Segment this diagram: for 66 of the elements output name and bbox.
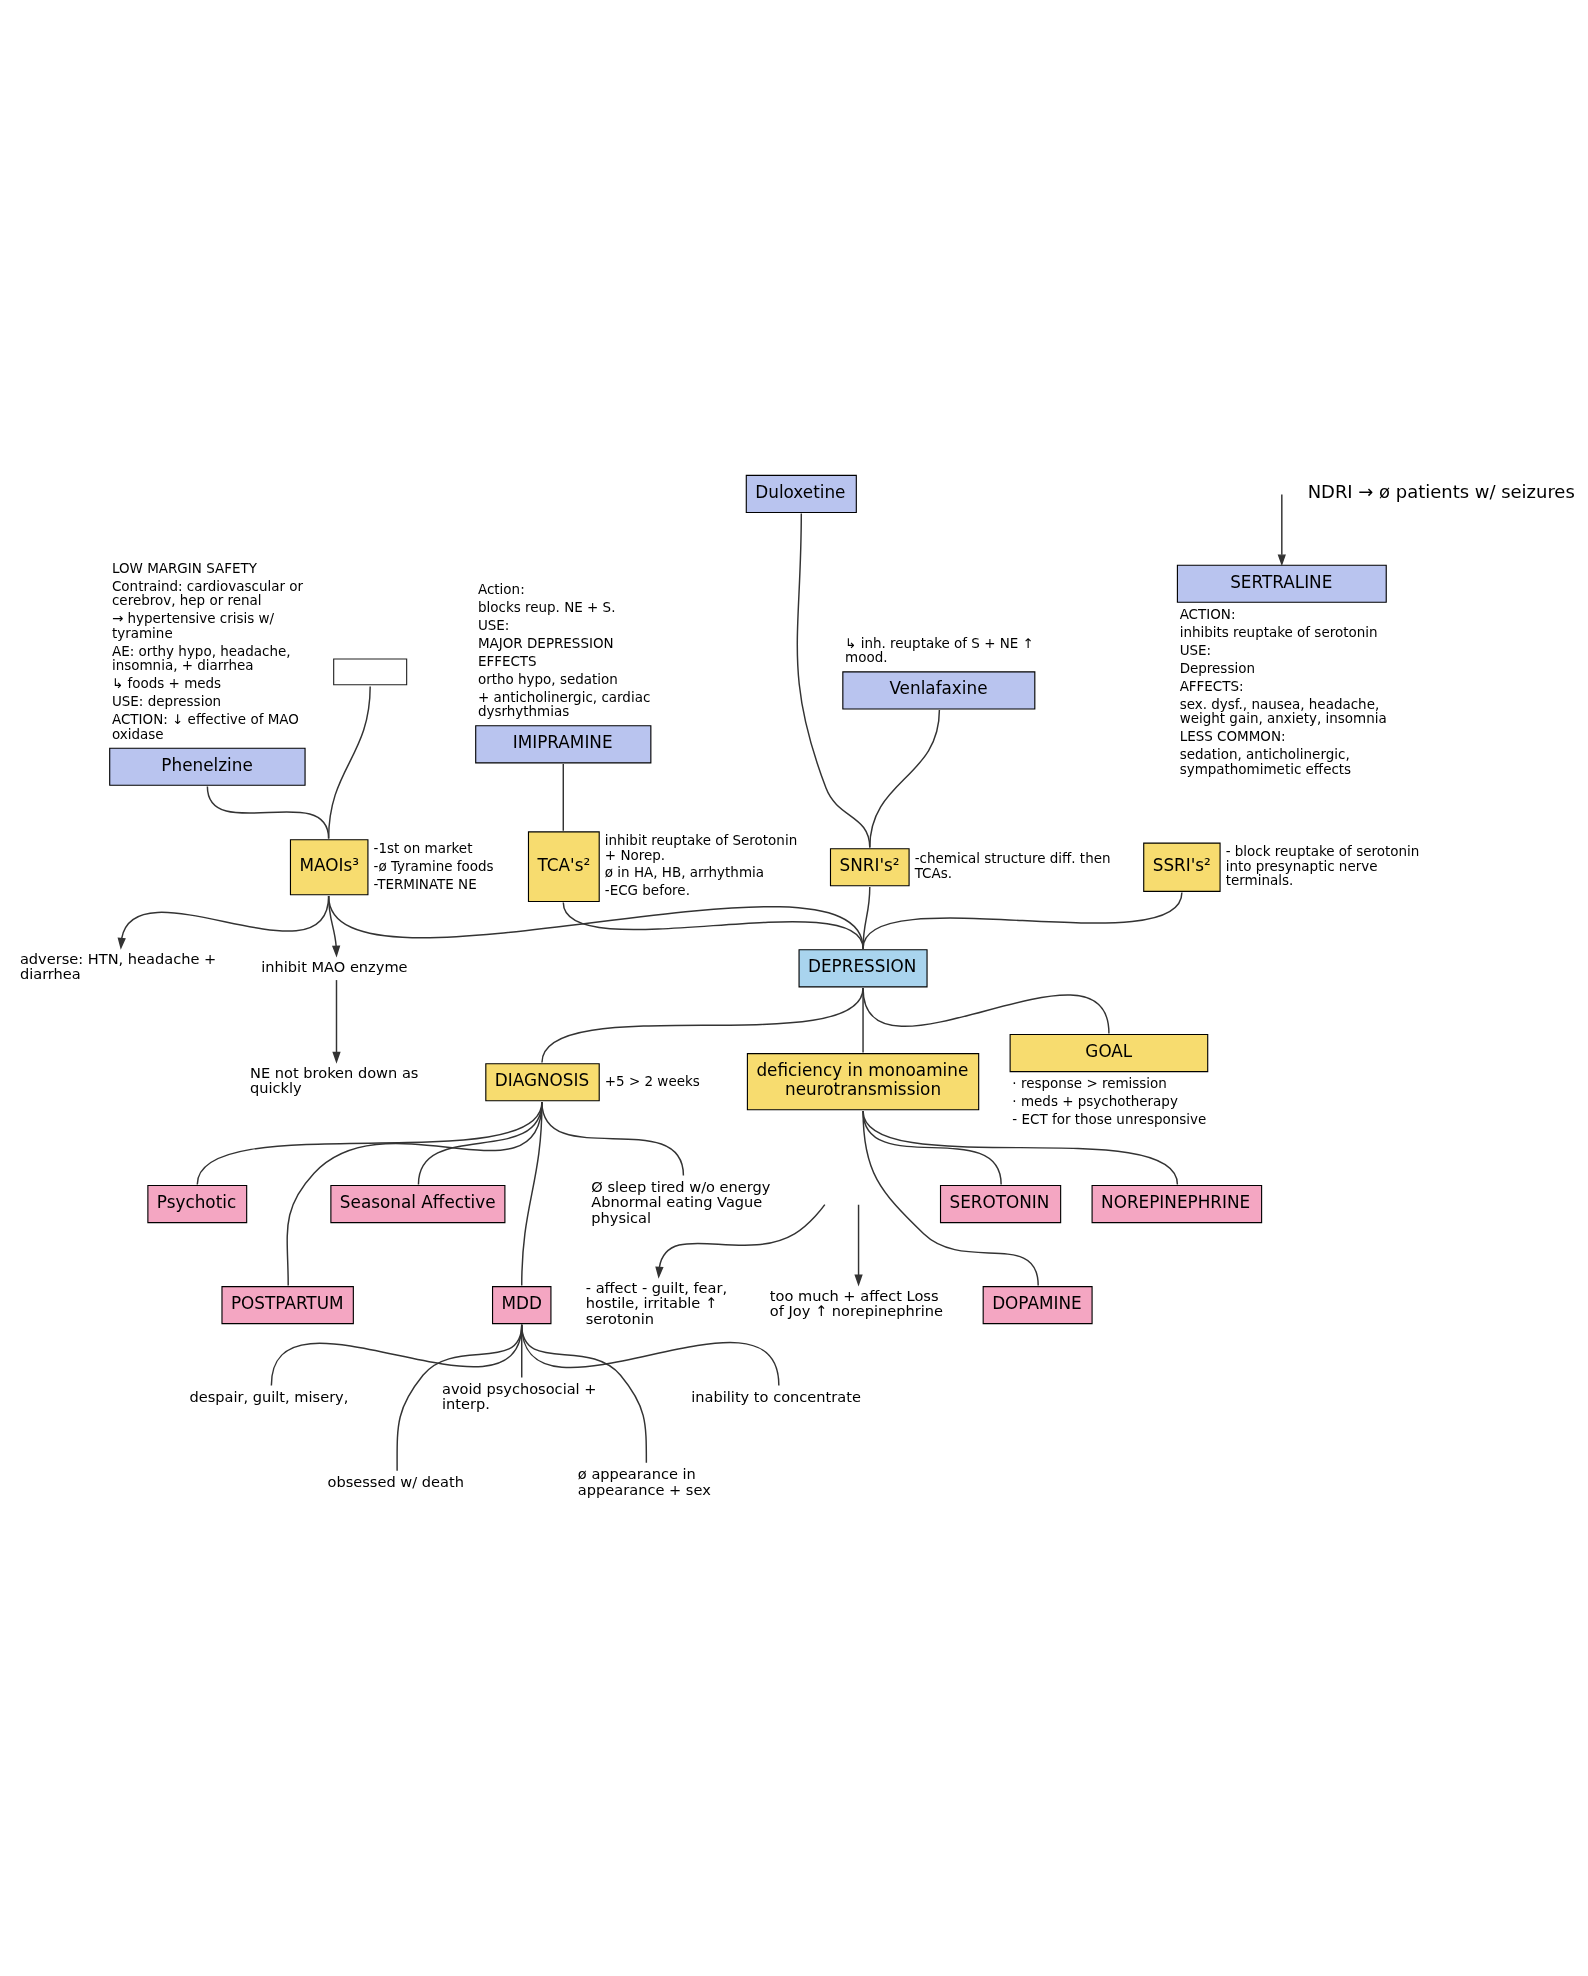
node-label: ø in HA, HB, arrhythmia: [604, 863, 765, 880]
node-label: -chemical structure diff. then TCAs.: [914, 849, 1111, 881]
connector: [521, 1323, 780, 1386]
node-label: Action:: [477, 580, 525, 597]
node-label: LOW MARGIN SAFETY: [111, 559, 257, 576]
node-text: inability to concentrate: [691, 1387, 861, 1405]
node-label: Contraind: cardiovascular or cerebrov, hep or renal: [111, 577, 304, 608]
node-label: -1st on market: [373, 839, 473, 856]
node-label: ACTION: ↓ effective of MAO oxidase: [111, 710, 299, 742]
node-label: sedation, anticholinergic, sympathomimetic effects: [1179, 745, 1352, 777]
node-label: · response > remission: [1012, 1074, 1167, 1091]
arrow: [854, 1203, 863, 1287]
node-label: ortho hypo, sedation: [477, 670, 618, 687]
arrow: [327, 894, 341, 958]
node-text: NE not broken down as quickly: [250, 1063, 419, 1096]
node-box: [333, 657, 408, 685]
connector: [862, 986, 864, 1053]
node-label: ↳ inh. reuptake of S + NE ↑ mood.: [845, 634, 1034, 665]
node-label: -ø Tyramine foods: [373, 857, 494, 874]
connector: [327, 685, 371, 839]
node-label: blocks reup. NE + S.: [477, 598, 616, 615]
connector: [541, 986, 864, 1063]
connector: [862, 1109, 1002, 1185]
connector: [862, 1109, 1179, 1185]
node-label: EFFECTS: [477, 652, 537, 669]
node-label: inhibit reuptake of Serotonin + Norep.: [604, 831, 798, 862]
node-label: USE:: [477, 616, 510, 633]
node-label: + anticholinergic, cardiac dysrhythmias: [477, 688, 651, 719]
node-label: Depression: [1179, 659, 1255, 676]
node-label: AE: orthy hypo, headache, insomnia, + diarrhea: [111, 642, 291, 673]
connector: [862, 1109, 1039, 1286]
node-text: adverse: HTN, headache + diarrhea: [19, 949, 217, 982]
node-label: - block reuptake of serotonin into presynaptic nerve terminals.: [1225, 842, 1420, 888]
node-label: AFFECTS:: [1179, 677, 1244, 694]
connector: [562, 762, 564, 831]
node-label: +5 > 2 weeks: [604, 1072, 700, 1089]
arrow: [655, 1203, 826, 1279]
node-label: USE: depression: [111, 692, 222, 709]
node-label: LESS COMMON:: [1179, 727, 1286, 744]
node-text: inhibit MAO enzyme: [261, 957, 408, 975]
node-text: despair, guilt, misery,: [189, 1387, 349, 1405]
node-label: ↳ foods + meds: [111, 674, 222, 691]
node-label: - ECT for those unresponsive: [1012, 1110, 1207, 1127]
node-text: - affect - guilt, fear, hostile, irritable ↑ serotonin: [585, 1278, 728, 1327]
node-text: Ø sleep tired w/o energy Abnormal eating Vague physical: [591, 1177, 771, 1226]
node-label: MAJOR DEPRESSION: [477, 634, 614, 651]
node-label: -TERMINATE NE: [373, 875, 477, 892]
node-text: too much + affect Loss of Joy ↑ norepinephrine: [769, 1286, 943, 1319]
arrow: [332, 978, 341, 1064]
node-text: ø appearance in appearance + sex: [577, 1464, 711, 1498]
node-label: ACTION:: [1179, 605, 1236, 622]
node-text: avoid psychosocial + interp.: [442, 1379, 597, 1412]
label: NDRI → ø patients w/ seizures: [1307, 480, 1575, 502]
node-label: -ECG before.: [604, 881, 690, 898]
connector: [862, 885, 871, 949]
node-label: · meds + psychotherapy: [1012, 1092, 1178, 1109]
connector: [521, 1323, 648, 1464]
node-text: obsessed w/ death: [327, 1472, 464, 1490]
connector: [862, 891, 1183, 949]
arrow: [1277, 493, 1286, 566]
connector: [869, 708, 941, 848]
connector: [327, 894, 864, 949]
node-label: inhibits reuptake of serotonin: [1179, 623, 1378, 640]
node-label: → hypertensive crisis w/ tyramine: [111, 609, 275, 641]
node-label: USE:: [1179, 641, 1212, 658]
node-label: sex. dysf., nausea, headache, weight gain, anxiety, insomnia: [1179, 695, 1387, 726]
